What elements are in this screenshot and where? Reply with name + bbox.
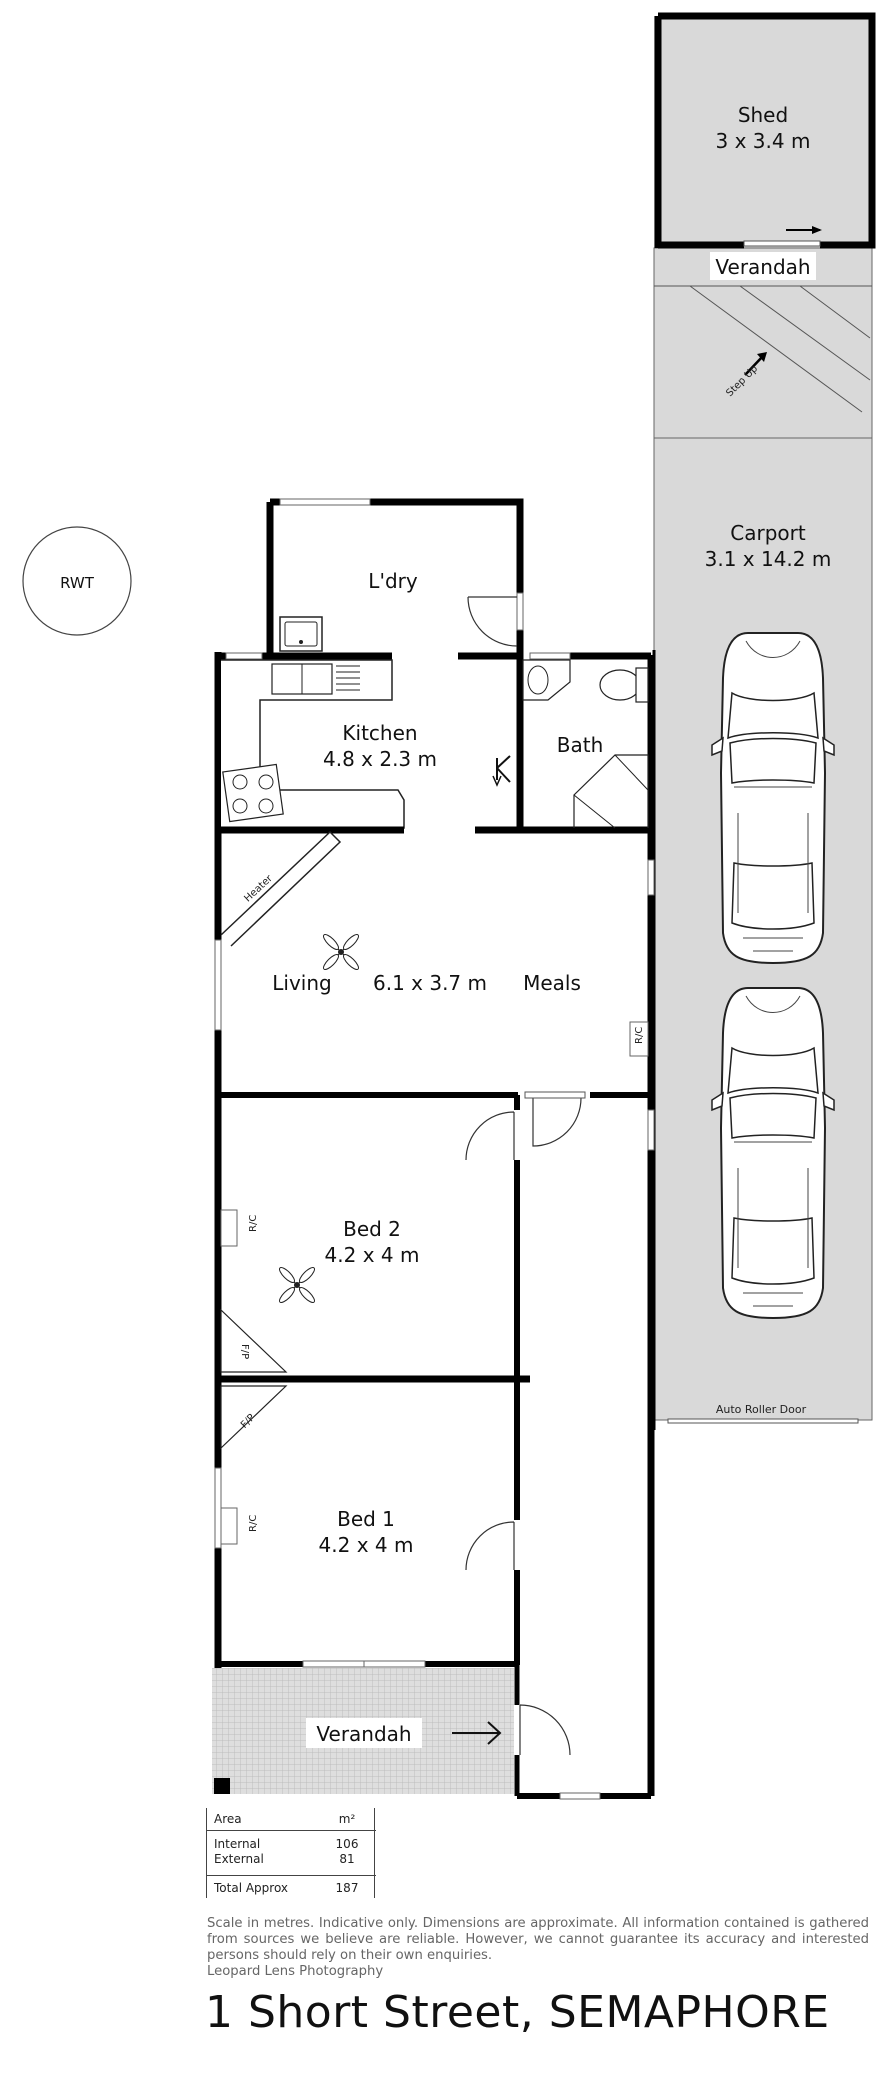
rc-living-label: R/C	[634, 1027, 645, 1044]
area-row-total: Total Approx 187	[206, 1875, 376, 1898]
ceiling-fan-bed2	[279, 1267, 315, 1303]
rainwater-tank	[22, 526, 132, 636]
fireplace-bed1	[220, 1385, 288, 1450]
living-label: Living	[272, 971, 331, 995]
shower	[573, 754, 649, 828]
kitchen-opening-arrow	[496, 755, 511, 783]
toilet	[599, 669, 641, 701]
shed-area	[654, 16, 872, 248]
meals-label: Meals	[523, 971, 581, 995]
carport-size: 3.1 x 14.2 m	[705, 547, 832, 571]
car-top	[711, 632, 835, 964]
kitchen-size: 4.8 x 2.3 m	[323, 747, 437, 771]
area-header-label: Area	[214, 1812, 242, 1826]
carport-label: Carport	[730, 521, 806, 545]
bath-label: Bath	[557, 733, 604, 757]
area-table: Area m² Internal 106 External 81 Total A…	[206, 1808, 376, 1898]
ceiling-fan-living	[323, 934, 359, 970]
fp-bed2-label: F/P	[239, 1344, 250, 1359]
kitchen-top-wall	[218, 652, 651, 834]
laundry-label: L'dry	[368, 569, 418, 593]
area-row-internal: Internal 106	[214, 1837, 359, 1851]
bed2-label: Bed 2	[343, 1217, 401, 1241]
area-header-unit: m²	[338, 1812, 356, 1826]
hall-door	[532, 1097, 582, 1147]
laundry-walls	[266, 498, 524, 660]
kitchen-label: Kitchen	[342, 721, 417, 745]
rc-bed1-label: R/C	[248, 1515, 259, 1532]
shed-size: 3 x 3.4 m	[716, 129, 811, 153]
step-up-arrow	[744, 355, 764, 376]
cooktop	[222, 763, 284, 823]
bed2-door	[465, 1111, 515, 1161]
car-bottom	[711, 987, 835, 1319]
auto-roller-door-label: Auto Roller Door	[716, 1403, 807, 1416]
living-size: 6.1 x 3.7 m	[373, 971, 487, 995]
rear-verandah-label: Verandah	[715, 255, 810, 279]
area-row-external: External 81	[214, 1852, 355, 1866]
rwt-label: RWT	[60, 574, 95, 592]
fireplace-bed2	[220, 1308, 288, 1373]
front-verandah-label: Verandah	[316, 1722, 411, 1746]
bed2-size: 4.2 x 4 m	[325, 1243, 420, 1267]
photography-credit: Leopard Lens Photography	[207, 1964, 384, 1979]
floor-plan: Shed 3 x 3.4 m Verandah Step Up Carport …	[22, 12, 876, 1800]
property-address: 1 Short Street, SEMAPHORE	[205, 1987, 830, 2038]
bed1-size: 4.2 x 4 m	[319, 1533, 414, 1557]
bed1-label: Bed 1	[337, 1507, 395, 1531]
laundry-door	[467, 596, 518, 647]
rc-bed2-label: R/C	[248, 1215, 259, 1232]
shed-walls	[658, 12, 876, 249]
shed-label: Shed	[738, 103, 788, 127]
bed1-door	[465, 1521, 515, 1571]
heater	[220, 830, 342, 947]
disclaimer-text: Scale in metres. Indicative only. Dimens…	[207, 1916, 869, 1963]
